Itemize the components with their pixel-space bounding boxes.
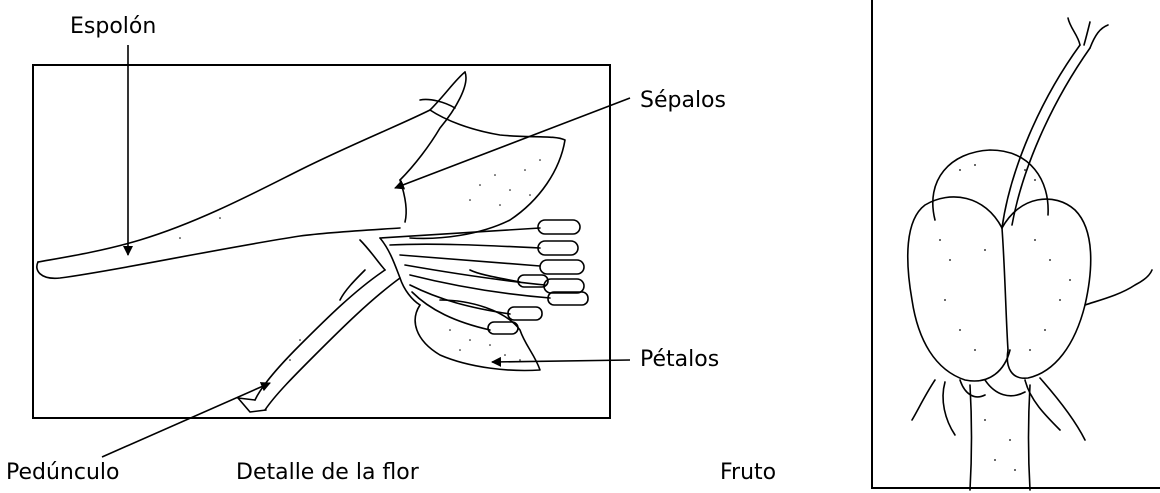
fruit-caption: Fruto [720, 460, 776, 486]
flower-illustration [37, 72, 588, 412]
peduncle-label: Pedúnculo [6, 460, 119, 486]
peduncle-arrow [102, 383, 270, 457]
petals-label: Pétalos [640, 347, 719, 373]
spur-label: Espolón [70, 14, 156, 40]
flower-detail-frame [33, 65, 610, 418]
flower-detail-caption: Detalle de la flor [236, 460, 419, 486]
flower-stippling [179, 159, 541, 361]
sepals-label: Sépalos [640, 88, 726, 114]
fruit-illustration [908, 18, 1152, 490]
